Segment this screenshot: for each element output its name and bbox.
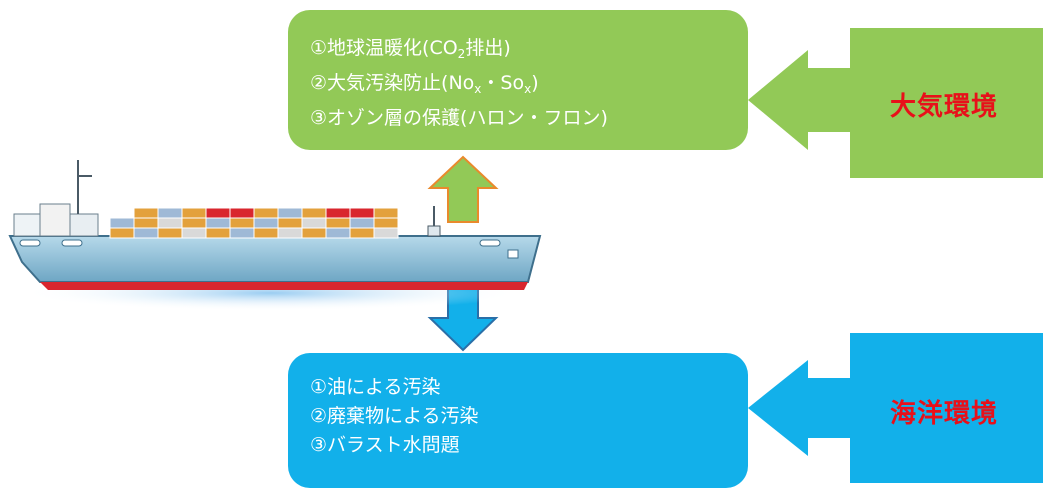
up-arrow (427, 155, 499, 223)
sea-environment-label: 海洋環境 (890, 399, 999, 429)
air-item-3: ③オゾン層の保護(ハロン・フロン) (310, 107, 608, 129)
air-item-1: ①地球温暖化(CO2排出) (310, 37, 511, 61)
container-ship-illustration (8, 160, 542, 311)
sea-environment-box: ①油による汚染 ②廃棄物による汚染 ③バラスト水問題 (288, 353, 748, 488)
air-items-list: ①地球温暖化(CO2排出) ②大気汚染防止(Nox・Sox) ③オゾン層の保護(… (310, 34, 608, 133)
air-item-2: ②大気汚染防止(Nox・Sox) (310, 72, 539, 96)
sea-items-list: ①油による汚染 ②廃棄物による汚染 ③バラスト水問題 (310, 373, 478, 460)
air-environment-box: ①地球温暖化(CO2排出) ②大気汚染防止(Nox・Sox) ③オゾン層の保護(… (288, 10, 748, 150)
sea-item-1: ①油による汚染 (310, 376, 441, 398)
air-environment-label: 大気環境 (890, 92, 999, 122)
sea-item-2: ②廃棄物による汚染 (310, 405, 479, 427)
sea-item-3: ③バラスト水問題 (310, 434, 460, 456)
sea-tag-arrow (748, 333, 1043, 483)
air-tag-arrow (748, 28, 1043, 178)
